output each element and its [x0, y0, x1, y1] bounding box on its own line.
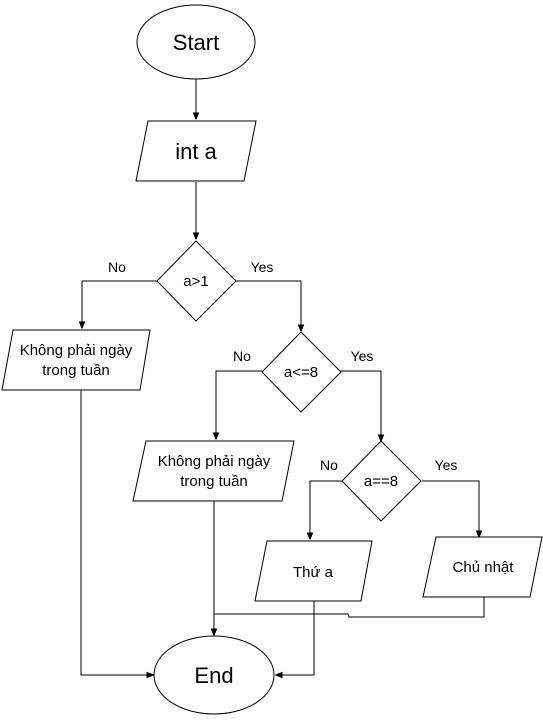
out3-parallelogram — [254, 540, 373, 602]
edge-out1-to-end — [80, 390, 153, 675]
cond2-diamond — [261, 331, 342, 413]
out2-parallelogram — [132, 440, 295, 502]
edges — [80, 79, 485, 675]
cond1-diamond — [156, 240, 237, 322]
out2-line1: Không phải ngày — [158, 453, 271, 470]
edge-cond1-yes — [236, 280, 301, 331]
cond3-node: a==8 — [341, 440, 422, 522]
end-label: End — [194, 663, 233, 688]
end-ellipse — [153, 635, 275, 715]
cond3-diamond — [341, 440, 422, 522]
out4-node: Chủ nhật — [422, 536, 543, 598]
input-node: int a — [135, 120, 257, 182]
cond1-yes-label: Yes — [251, 259, 274, 275]
out1-parallelogram — [1, 329, 151, 391]
cond3-no-label: No — [320, 457, 338, 473]
cond1-label: a>1 — [183, 273, 208, 290]
edge-cond2-yes — [341, 370, 381, 441]
cond1-no-label: No — [108, 259, 126, 275]
edge-labels: No Yes No Yes No Yes — [108, 259, 457, 473]
edge-cond2-no — [216, 370, 262, 439]
out4-parallelogram — [422, 536, 543, 598]
edge-out3-to-end — [276, 601, 315, 675]
start-ellipse — [136, 4, 256, 80]
cond2-yes-label: Yes — [351, 348, 374, 364]
cond3-yes-label: Yes — [435, 457, 458, 473]
out4-label: Chủ nhật — [453, 559, 515, 576]
edge-cond3-yes — [422, 480, 479, 537]
out1-line1: Không phải ngày — [20, 342, 133, 359]
input-parallelogram — [135, 120, 257, 182]
start-node: Start — [136, 4, 256, 80]
end-node: End — [153, 635, 275, 715]
cond2-label: a<=8 — [284, 364, 318, 381]
start-label: Start — [173, 30, 219, 55]
edge-cond1-no — [82, 280, 157, 328]
cond2-no-label: No — [233, 348, 251, 364]
cond2-node: a<=8 — [261, 331, 342, 413]
out2-node: Không phải ngày trong tuần — [132, 440, 295, 502]
out3-label: Thứ a — [293, 564, 334, 581]
edge-cond3-no — [310, 480, 342, 539]
out1-node: Không phải ngày trong tuần — [1, 329, 151, 391]
out3-node: Thứ a — [254, 540, 373, 602]
out1-line2: trong tuần — [42, 362, 110, 379]
input-label: int a — [175, 139, 217, 164]
out2-line2: trong tuần — [180, 473, 248, 490]
cond3-label: a==8 — [364, 473, 398, 490]
edge-out4-to-end — [214, 597, 485, 618]
cond1-node: a>1 — [156, 240, 237, 322]
